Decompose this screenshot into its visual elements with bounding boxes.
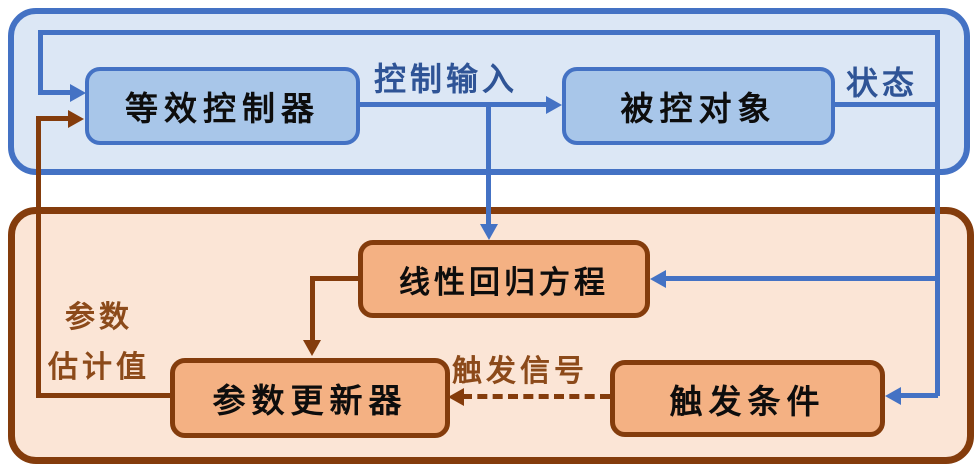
state-right-vertical-line (935, 30, 940, 396)
control-input-label: 控制输入 (374, 60, 519, 98)
arrowhead-into-updater-right (448, 388, 464, 406)
param-estimate-into-controller-line (36, 116, 70, 121)
arrowhead-into-controller-params (68, 110, 84, 128)
state-label: 状态 (846, 64, 919, 102)
updater-out-line (36, 393, 170, 398)
state-feedback-top-line (38, 30, 940, 35)
arrowhead-into-controller-state (70, 84, 86, 102)
arrowhead-into-trigger (885, 387, 901, 405)
arrowhead-into-plant (546, 96, 562, 114)
trigger-condition-box: 触发条件 (610, 360, 885, 437)
param-estimate-vertical-line (36, 118, 41, 398)
state-feedback-into-controller-line (38, 90, 72, 95)
arrowhead-into-regression-right (650, 270, 666, 288)
equivalent-controller-box: 等效控制器 (85, 67, 360, 145)
parameter-estimate-label-line1: 参数 (65, 300, 133, 335)
trigger-signal-label: 触发信号 (452, 354, 588, 389)
parameter-estimate-label-line2: 估计值 (48, 350, 150, 385)
regression-down-line (310, 276, 315, 342)
linear-regression-box: 线性回归方程 (358, 240, 650, 318)
state-feedback-left-line (38, 30, 43, 92)
control-input-branch-line (486, 102, 491, 226)
arrowhead-into-updater-top (303, 340, 321, 356)
parameter-estimate-label: 参数 估计值 (24, 293, 174, 393)
controlled-plant-box: 被控对象 (562, 67, 835, 145)
state-into-trigger-line (899, 393, 938, 398)
control-input-line (360, 102, 548, 107)
arrowhead-into-regression-top (480, 224, 498, 240)
plant-state-out-line (835, 102, 940, 107)
parameter-updater-box: 参数更新器 (170, 358, 450, 438)
regression-out-line (310, 276, 358, 281)
trigger-signal-dashed-line (462, 394, 610, 399)
state-into-regression-line (664, 276, 938, 281)
